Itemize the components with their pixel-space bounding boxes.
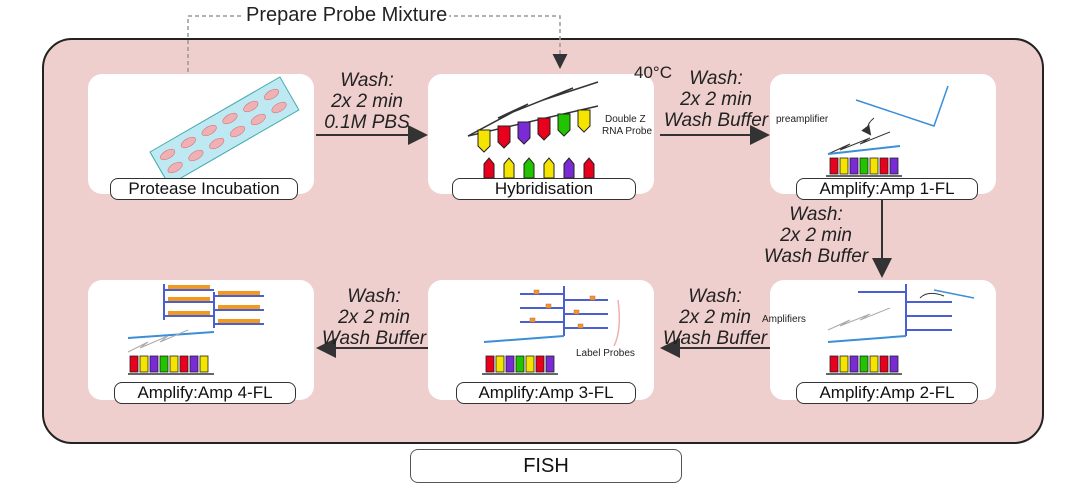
wash-3-line-3: Wash Buffer (763, 246, 869, 267)
wash-1-line-1: Wash: (340, 70, 394, 91)
amplified-signal-illustration (127, 284, 264, 375)
wash-note-2: Wash: 2x 2 min Wash Buffer (658, 68, 774, 131)
wash-note-1: Wash: 2x 2 min 0.1M PBS (312, 70, 422, 133)
wash-note-4: Wash: 2x 2 min Wash Buffer (656, 286, 774, 349)
label-probes-illustration (482, 286, 621, 375)
label-probes-label: Label Probes (576, 348, 635, 359)
wash-note-3: Wash: 2x 2 min Wash Buffer (756, 204, 876, 267)
wash-5-line-3: Wash Buffer (321, 328, 427, 349)
wash-4-line-2: 2x 2 min (679, 307, 751, 328)
step-card-protease (88, 74, 314, 194)
wash-2-line-2: 2x 2 min (680, 89, 752, 110)
step-card-hybridisation: Double Z RNA Probe (428, 74, 654, 194)
amplifiers-illustration (826, 284, 975, 375)
wash-5-line-2: 2x 2 min (338, 307, 410, 328)
step-card-amp1: preamplifier (770, 74, 996, 194)
diagram-title: Prepare Probe Mixture (244, 4, 450, 27)
tissue-slide-icon (149, 76, 300, 186)
preamplifier-illustration (826, 85, 949, 177)
step-card-amp2: Amplifiers (762, 280, 996, 400)
wash-3-line-2: 2x 2 min (780, 225, 852, 246)
wash-1-line-2: 2x 2 min (331, 91, 403, 112)
preamplifier-label: preamplifier (776, 114, 829, 125)
step-label-amp3: Amplify:Amp 3-FL (456, 382, 636, 404)
wash-2-line-3: Wash Buffer (663, 110, 769, 131)
wash-2-line-1: Wash: (689, 68, 743, 89)
step-label-amp2: Amplify:Amp 2-FL (796, 382, 978, 404)
step-label-protease: Protease Incubation (110, 178, 298, 200)
wash-1-line-3: 0.1M PBS (324, 112, 410, 133)
temperature-label: 40°C (634, 63, 672, 82)
wash-3-line-1: Wash: (789, 204, 843, 225)
wash-4-line-1: Wash: (688, 286, 742, 307)
group-label: FISH (410, 449, 682, 483)
step-label-amp4: Amplify:Amp 4-FL (114, 382, 296, 404)
wash-5-line-1: Wash: (347, 286, 401, 307)
double-z-label-1: Double Z (605, 114, 646, 125)
wash-note-5: Wash: 2x 2 min Wash Buffer (314, 286, 434, 349)
step-label-amp1: Amplify:Amp 1-FL (796, 178, 978, 200)
wash-4-line-3: Wash Buffer (662, 328, 768, 349)
step-card-amp3: Label Probes (428, 280, 654, 400)
step-card-amp4 (88, 280, 314, 400)
step-label-hybridisation: Hybridisation (452, 178, 636, 200)
amplifiers-label: Amplifiers (762, 314, 806, 325)
double-z-label-2: RNA Probe (602, 126, 653, 137)
